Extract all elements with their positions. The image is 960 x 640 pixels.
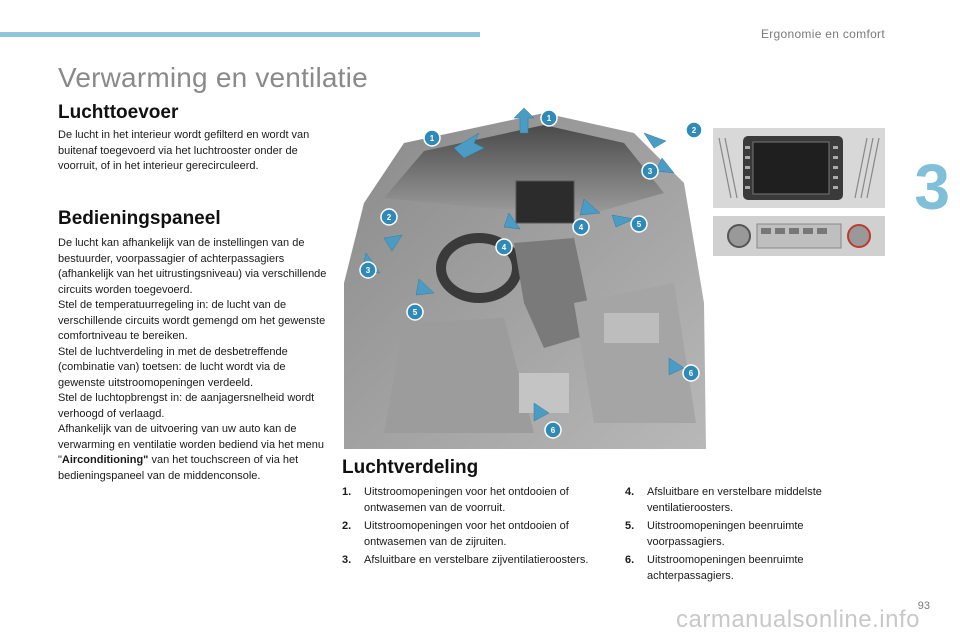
paragraph-luchttoevoer: De lucht in het interieur wordt gefilter… [58,129,310,172]
text-fragment: Afhankelijk van de uitvoering van uw aut… [58,423,324,466]
watermark: carmanualsonline.info [676,606,920,633]
item-number: 3. [342,554,352,566]
list-item: 6. Uitstroomopeningen beenruimte achterpa… [625,553,865,584]
heading-bedieningspaneel: Bedieningspaneel [58,208,221,229]
svg-text:2: 2 [387,213,392,222]
text-line: Stel de luchtverdeling in met de desbetr… [58,345,288,389]
list-item: 3. Afsluitbare en verstelbare zijventilat… [342,553,602,569]
item-number: 6. [625,554,635,566]
text-line: Afhankelijk van de uitvoering van uw aut… [58,422,328,484]
item-number: 4. [625,486,635,498]
svg-text:4: 4 [502,243,507,252]
text-fragment: van het touchscreen of via het bediening… [58,454,299,482]
page-number: 93 [917,600,930,612]
text-line: Stel de temperatuurregeling in: de lucht… [58,299,326,342]
item-number: 5. [625,520,635,532]
item-text: Uitstroomopeningen beenruimte voorpassag… [647,520,804,548]
header-accent-bar [0,32,480,37]
text-line: Stel de luchtopbrengst in: de aanjagersn… [58,392,315,420]
text-line: De lucht kan afhankelijk van de instelli… [58,237,327,296]
item-text: Uitstroomopeningen voor het ontdooien of… [364,486,569,514]
svg-text:4: 4 [579,223,584,232]
svg-text:2: 2 [692,126,697,135]
list-item: 2. Uitstroomopeningen voor het ontdooien … [342,519,602,550]
touchscreen-panel-illustration [713,128,885,208]
distribution-list-left: 1. Uitstroomopeningen voor het ontdooien … [342,485,602,572]
section-label: Ergonomie en comfort [760,27,885,41]
list-item: 4. Afsluitbare en verstelbare middelste v… [625,485,865,516]
svg-text:3: 3 [366,266,371,275]
heading-luchttoevoer: Luchttoevoer [58,102,179,123]
item-number: 1. [342,486,352,498]
control-panel-illustration [713,216,885,256]
heading-luchtverdeling: Luchtverdeling [342,457,479,478]
item-text: Afsluitbare en verstelbare zijventilatie… [364,554,589,566]
list-item: 1. Uitstroomopeningen voor het ontdooien … [342,485,602,516]
page-title: Verwarming en ventilatie [58,62,368,93]
menu-name: Airconditioning" [61,454,149,466]
svg-text:1: 1 [430,134,435,143]
interior-illustration: 1 1 2 2 3 3 4 4 5 5 6 6 [344,103,706,449]
item-text: Uitstroomopeningen voor het ontdooien of… [364,520,569,548]
list-item: 5. Uitstroomopeningen beenruimte voorpass… [625,519,865,550]
paragraph-bedieningspaneel: De lucht kan afhankelijk van de instelli… [58,236,328,484]
svg-text:5: 5 [637,220,642,229]
chapter-number: 3 [914,151,950,223]
svg-text:6: 6 [689,369,694,378]
item-number: 2. [342,520,352,532]
svg-text:6: 6 [551,426,556,435]
svg-text:3: 3 [648,167,653,176]
distribution-list-right: 4. Afsluitbare en verstelbare middelste v… [625,485,865,587]
item-text: Uitstroomopeningen beenruimte achterpass… [647,554,804,582]
svg-text:5: 5 [413,308,418,317]
svg-text:1: 1 [547,114,552,123]
item-text: Afsluitbare en verstelbare middelste ven… [647,486,822,514]
